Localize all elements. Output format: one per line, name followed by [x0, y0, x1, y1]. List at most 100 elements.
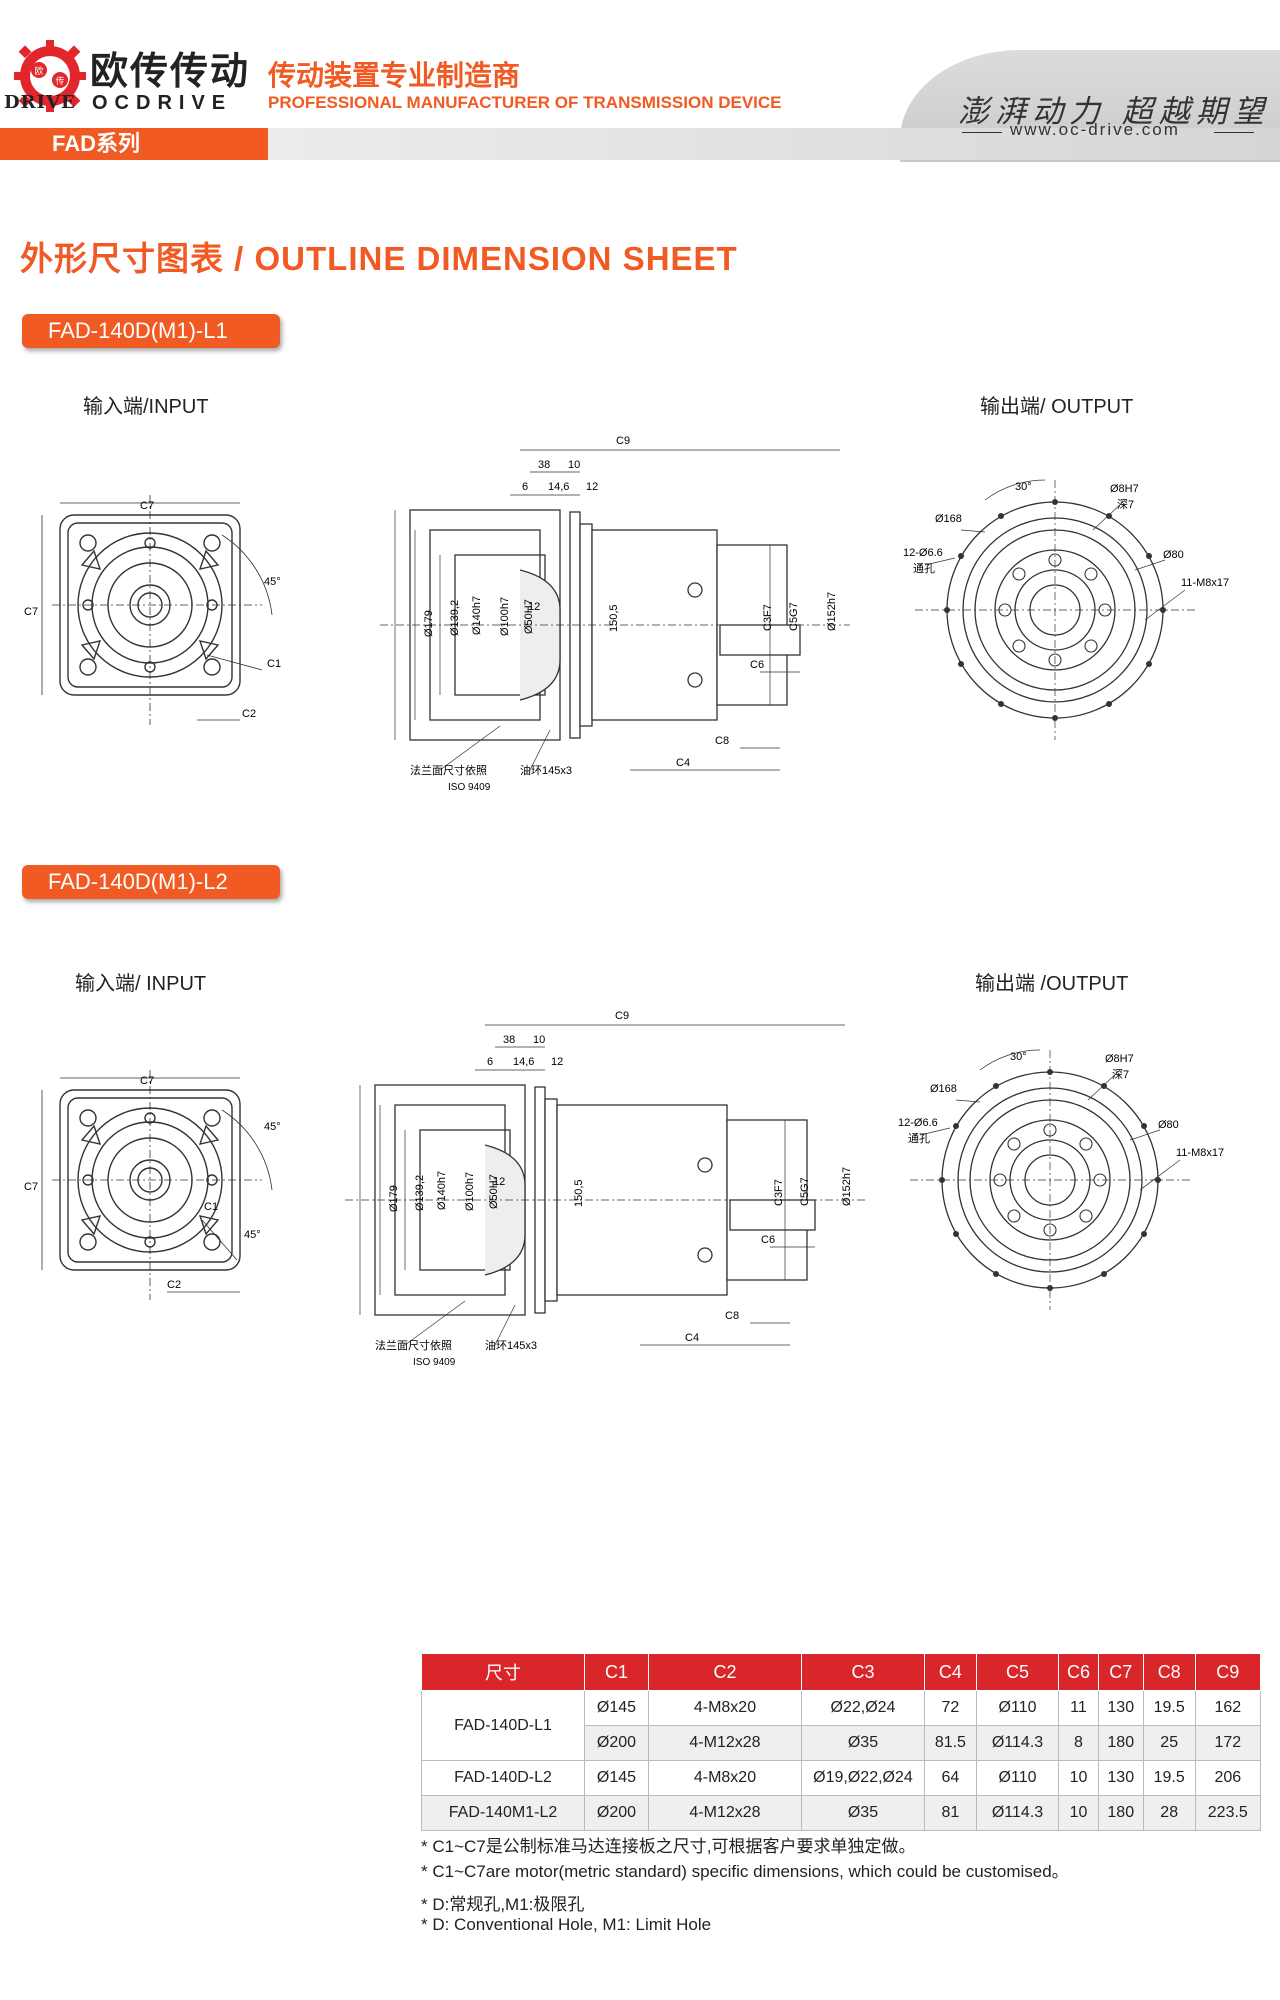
label-flange-note: 法兰面尺寸依照 — [410, 763, 487, 777]
series-tab[interactable]: FAD系列 — [0, 128, 268, 160]
label-c2-2: C2 — [167, 1279, 181, 1291]
table-header-row: 尺寸 C1 C2 C3 C4 C5 C6 C7 C8 C9 — [421, 1653, 1262, 1691]
label-12-inner-2: 12 — [493, 1176, 505, 1188]
label-d50: Ø50H7 — [523, 599, 535, 634]
logo-drive-text: DRIVE — [4, 92, 76, 113]
label-c5-2: C5G7 — [799, 1177, 811, 1206]
label-depth7: 深7 — [1117, 498, 1134, 511]
label-c8: C8 — [715, 735, 729, 747]
label-iso: ISO 9409 — [448, 782, 491, 793]
table-cell: 130 — [1097, 1690, 1144, 1726]
output-view-drawing-2: 30° Ø8H7 深7 Ø168 Ø80 12-Ø6.6 通孔 11-M8x17 — [898, 1049, 1224, 1310]
table-cell: Ø200 — [584, 1725, 649, 1761]
brand-name-cn: 欧传传动 — [90, 51, 251, 93]
table-cell: Ø145 — [584, 1690, 649, 1726]
label-c9-2: C9 — [615, 1010, 629, 1022]
label-c4: C4 — [676, 757, 690, 769]
table-header: C4 — [923, 1653, 977, 1691]
table-cell: 223.5 — [1194, 1795, 1262, 1831]
table-header: C7 — [1097, 1653, 1144, 1691]
table-cell: 4-M12x28 — [647, 1795, 802, 1831]
label-10: 10 — [568, 459, 580, 471]
label-12-holes-2: 12-Ø6.6 — [898, 1117, 938, 1129]
table-header: C5 — [975, 1653, 1060, 1691]
label-d8-2: Ø8H7 — [1105, 1053, 1134, 1065]
table-cell: 206 — [1194, 1760, 1262, 1796]
label-depth7-2: 深7 — [1112, 1068, 1129, 1081]
table-cell: Ø145 — [584, 1760, 649, 1796]
label-c1: C1 — [267, 658, 281, 670]
tagline-en: PROFESSIONAL MANUFACTURER OF TRANSMISSIO… — [268, 93, 782, 112]
table-cell: Ø114.3 — [975, 1725, 1060, 1761]
label-d50-2: Ø50H7 — [488, 1174, 500, 1209]
label-c1-2: C1 — [204, 1201, 218, 1213]
table-cell: Ø22,Ø24 — [800, 1690, 925, 1726]
output-view-label-2: 输出端 /OUTPUT — [975, 973, 1129, 995]
label-iso-2: ISO 9409 — [413, 1357, 456, 1368]
table-cell: 25 — [1142, 1725, 1196, 1761]
label-30deg-2: 30° — [1010, 1051, 1027, 1063]
model-tab-l1[interactable]: FAD-140D(M1)-L1 — [22, 314, 280, 348]
output-view-drawing: 30° Ø8H7 深7 Ø168 Ø80 12-Ø6.6 通孔 11-M8x17 — [903, 479, 1229, 740]
website-link[interactable]: www.oc-drive.com — [1010, 120, 1180, 139]
table-cell: Ø35 — [800, 1725, 925, 1761]
table-cell: 180 — [1097, 1725, 1144, 1761]
label-c7-side: C7 — [24, 606, 38, 618]
label-10-2: 10 — [533, 1034, 545, 1046]
label-d140-2: Ø140h7 — [436, 1171, 448, 1210]
table-cell: Ø19,Ø22,Ø24 — [800, 1760, 925, 1796]
label-45deg-3: 45° — [244, 1229, 261, 1241]
table-header: C3 — [800, 1653, 925, 1691]
table-header: C8 — [1142, 1653, 1196, 1691]
label-flange-note-2: 法兰面尺寸依照 — [375, 1338, 452, 1352]
website-rule-left — [962, 132, 1002, 133]
label-d179: Ø179 — [423, 610, 435, 637]
table-header: 尺寸 — [421, 1653, 585, 1691]
label-d139-2-2: Ø139,2 — [414, 1175, 426, 1211]
note-line: * D:常规孔,M1:极限孔 — [421, 1895, 585, 1914]
label-45deg: 45° — [264, 576, 281, 588]
spec-table: 尺寸 C1 C2 C3 C4 C5 C6 C7 C8 C9 FAD-140D-L… — [421, 1653, 1262, 1831]
label-d140: Ø140h7 — [471, 596, 483, 635]
label-c7-2: C7 — [140, 1075, 154, 1087]
website-rule-right — [1214, 132, 1254, 133]
table-row: Ø200 4-M12x28 Ø35 81.5 Ø114.3 8 180 25 1… — [422, 1725, 1262, 1761]
table-cell: 8 — [1058, 1725, 1099, 1761]
label-d100-2: Ø100h7 — [464, 1172, 476, 1211]
note-line: * C1~C7是公制标准马达连接板之尺寸,可根据客户要求单独定做。 — [421, 1837, 916, 1856]
table-cell: 172 — [1194, 1725, 1262, 1761]
input-view-label: 输入端/INPUT — [83, 396, 209, 418]
table-cell: Ø114.3 — [975, 1795, 1060, 1831]
label-150-5: 150,5 — [608, 604, 620, 632]
table-cell: 4-M8x20 — [647, 1690, 802, 1726]
label-through: 通孔 — [913, 562, 935, 575]
label-14-6: 14,6 — [548, 481, 569, 493]
label-6-2: 6 — [487, 1056, 493, 1068]
table-cell: 64 — [923, 1760, 977, 1796]
table-cell: 130 — [1097, 1760, 1144, 1796]
table-cell-model: FAD-140M1-L2 — [421, 1795, 585, 1831]
label-150-5-2: 150,5 — [573, 1179, 585, 1207]
slogan: 澎湃动力 超越期望 — [958, 94, 1270, 130]
label-d168: Ø168 — [935, 513, 962, 525]
table-cell: 4-M12x28 — [647, 1725, 802, 1761]
output-view-label: 输出端/ OUTPUT — [980, 396, 1134, 418]
input-view-label-2: 输入端/ INPUT — [75, 973, 207, 995]
svg-text:传: 传 — [55, 75, 64, 86]
label-d179-2: Ø179 — [388, 1185, 400, 1212]
label-d168-2: Ø168 — [930, 1083, 957, 1095]
table-cell: Ø200 — [584, 1795, 649, 1831]
label-30deg: 30° — [1015, 481, 1032, 493]
table-header: C6 — [1058, 1653, 1099, 1691]
table-cell: 28 — [1142, 1795, 1196, 1831]
table-header: C1 — [584, 1653, 649, 1691]
table-cell: 4-M8x20 — [647, 1760, 802, 1796]
model-tab-l2[interactable]: FAD-140D(M1)-L2 — [22, 865, 280, 899]
label-d139-2: Ø139,2 — [449, 600, 461, 636]
label-38: 38 — [538, 459, 550, 471]
label-6: 6 — [522, 481, 528, 493]
input-view-drawing: C7 C7 45° C1 C2 — [24, 495, 281, 725]
label-d152: Ø152h7 — [826, 592, 838, 631]
label-c6: C6 — [750, 659, 764, 671]
label-d80: Ø80 — [1163, 549, 1184, 561]
